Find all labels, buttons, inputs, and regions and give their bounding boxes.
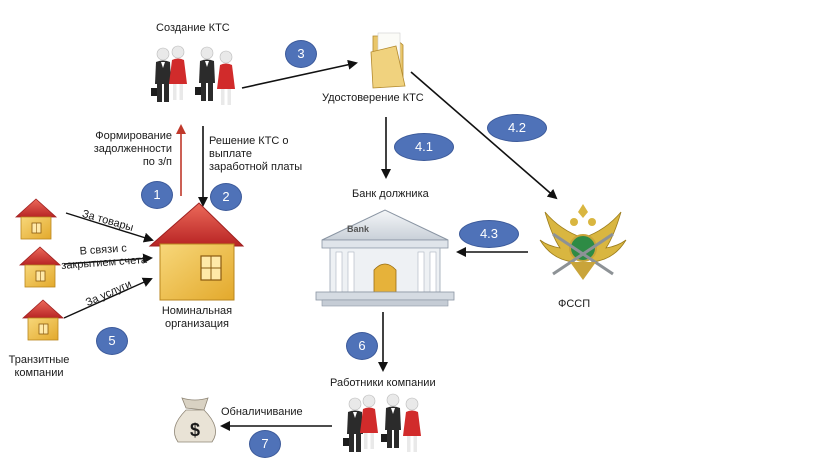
kts-creation-people [150,45,236,106]
bank-sign-label: Bank [347,224,370,234]
step-4-2-badge: 4.2 [487,114,547,142]
arrow-closing [63,253,153,265]
folder-icon [370,32,406,89]
dollar-sign: $ [190,420,200,440]
company-workers-label: Работники компании [330,377,436,389]
transit-companies-label: Транзитные компании [8,354,70,379]
nominal-org-house-icon [148,202,245,301]
transit-house-icon-2 [19,246,61,288]
bank-icon [315,209,455,307]
nominal-org-label: Номинальная организация [161,305,233,330]
fssp-emblem-icon [539,204,627,280]
step-4-1-badge: 4.1 [394,133,454,161]
money-bag-icon: $ [174,397,216,443]
step-6-badge: 6 [346,332,378,360]
kts-decision-label: Решение КТС о выплате заработной платы [209,135,303,173]
step-7-badge: 7 [249,430,281,458]
step-4-3-badge: 4.3 [459,220,519,248]
transit-house-icon-1 [15,198,57,240]
kts-creation-label: Создание КТС [156,22,230,34]
company-workers-people [342,393,422,453]
fssp-label: ФССП [558,298,591,310]
debt-formation-label: Формирование задолженности по з/п [93,130,172,168]
cashout-label: Обналичивание [221,406,303,418]
debtor-bank-label: Банк должника [352,188,429,200]
arrow-services [63,277,153,319]
arrow-goods [65,212,154,243]
step-3-badge: 3 [285,40,317,68]
step-1-badge: 1 [141,181,173,209]
transit-house-icon-3 [22,299,64,341]
step-5-badge: 5 [96,327,128,355]
kts-certificate-label: Удостоверение КТС [322,92,424,104]
arrow-3 [241,59,358,89]
step-2-badge: 2 [210,183,242,211]
arrow-4-2 [410,71,558,200]
